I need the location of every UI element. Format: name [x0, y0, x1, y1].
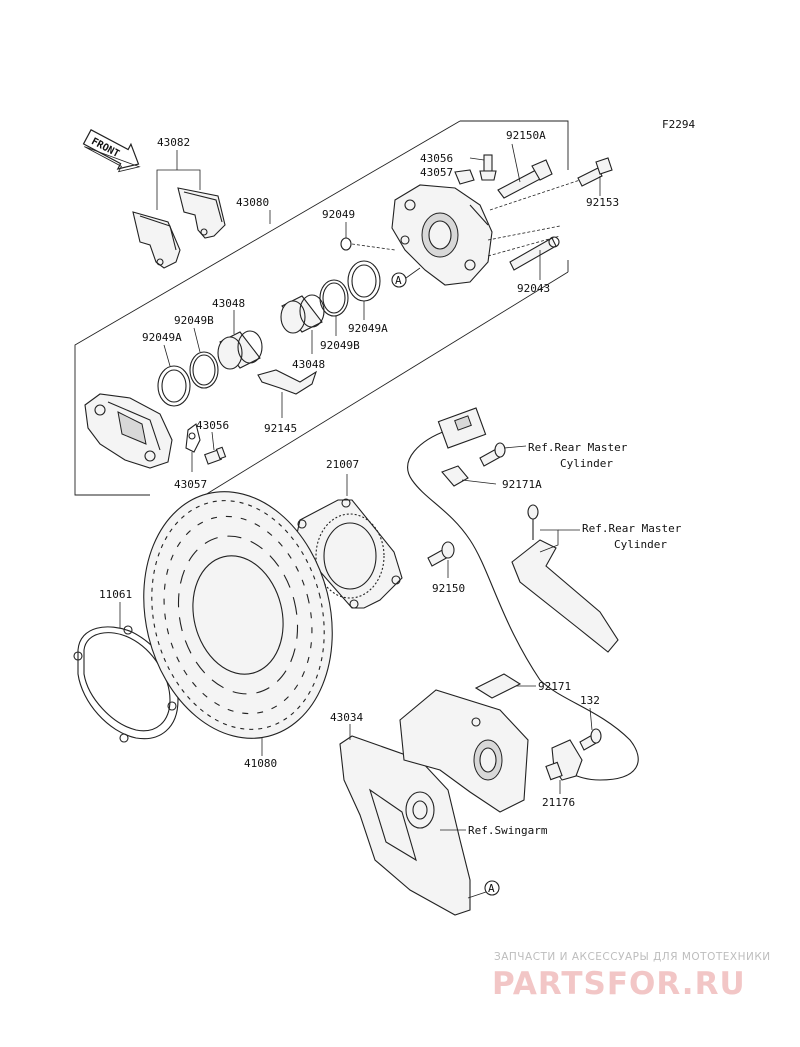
master-cylinder-bracket: [511, 504, 619, 653]
label-43056-top: 43056: [420, 152, 453, 165]
label-11061: 11061: [99, 588, 132, 601]
gasket-11061: [73, 625, 179, 743]
caliper-body-upper: [391, 184, 493, 286]
label-92049a-mid: 92049A: [142, 331, 182, 344]
brake-disc: [143, 491, 333, 739]
label-92049b-top: 92049B: [320, 339, 360, 352]
ref-master-cylinder-2: Ref.Rear Master: [582, 522, 682, 535]
label-21176: 21176: [542, 796, 575, 809]
ref-master-cylinder-1b: Cylinder: [560, 457, 613, 470]
label-43082: 43082: [157, 136, 190, 149]
abs-sensor-rotor: [295, 498, 403, 609]
marker-a-bottom: [484, 880, 500, 896]
marker-a-top: [391, 272, 407, 288]
label-43048-mid: 43048: [292, 358, 325, 371]
bleeder-cap-lower: [185, 423, 201, 453]
front-arrow-icon: FRONT: [82, 128, 141, 173]
label-41080: 41080: [244, 757, 277, 770]
label-43057-low: 43057: [174, 478, 207, 491]
pad-spring-92145: [257, 369, 318, 395]
ref-master-cylinder-2b: Cylinder: [614, 538, 667, 551]
abs-sensor: [545, 739, 583, 781]
bolt-master-cylinder-1: [479, 442, 506, 467]
clip-92171a: [441, 465, 469, 487]
piston-43048-upper: [280, 294, 325, 334]
label-92049b-mid: 92049B: [174, 314, 214, 327]
label-43056-low: 43056: [196, 419, 229, 432]
brake-hose: [407, 407, 639, 781]
svg-text:A: A: [395, 274, 402, 287]
label-92043: 92043: [517, 282, 550, 295]
label-21007: 21007: [326, 458, 359, 471]
seal-92049a-upper: [347, 260, 381, 302]
label-132: 132: [580, 694, 600, 707]
svg-text:A: A: [488, 882, 495, 895]
piston-43048-lower: [217, 330, 263, 370]
ref-master-cylinder-1: Ref.Rear Master: [528, 441, 628, 454]
bolt-132: [579, 728, 602, 751]
figure-code: F2294: [662, 118, 695, 131]
label-92171a: 92171A: [502, 478, 542, 491]
brake-pads: [132, 187, 226, 269]
bleeder-cap-top: [454, 169, 475, 185]
bolt-92153: [577, 157, 613, 187]
watermark-caption: ЗАПЧАСТИ И АКСЕССУАРЫ ДЛЯ МОТОТЕХНИКИ: [494, 951, 771, 963]
label-92049a-top: 92049A: [348, 322, 388, 335]
caliper-assembly-frame: [460, 120, 569, 170]
label-43048-top: 43048: [212, 297, 245, 310]
bolt-92150: [427, 541, 455, 567]
label-43080: 43080: [236, 196, 269, 209]
seal-92049a-lower: [157, 365, 191, 407]
caliper-bracket: [339, 689, 529, 916]
label-92150a: 92150A: [506, 129, 546, 142]
label-92145: 92145: [264, 422, 297, 435]
label-92150: 92150: [432, 582, 465, 595]
watermark-brand: PARTSFOR.RU: [492, 966, 746, 1002]
caliper-body-lower: [84, 393, 173, 469]
clip-92171: [474, 673, 522, 699]
label-43034: 43034: [330, 711, 363, 724]
washer-92049: [340, 237, 352, 251]
bleeder-valve-top: [479, 154, 497, 181]
label-92049: 92049: [322, 208, 355, 221]
ref-swingarm: Ref.Swingarm: [468, 824, 548, 837]
label-92153: 92153: [586, 196, 619, 209]
seal-92049b-upper: [319, 279, 349, 317]
seal-92049b-lower: [189, 351, 219, 389]
label-43057-top: 43057: [420, 166, 453, 179]
label-92171: 92171: [538, 680, 571, 693]
pin-92150a: [497, 159, 553, 199]
bleeder-valve-lower: [204, 446, 227, 465]
pin-92043: [509, 236, 560, 271]
